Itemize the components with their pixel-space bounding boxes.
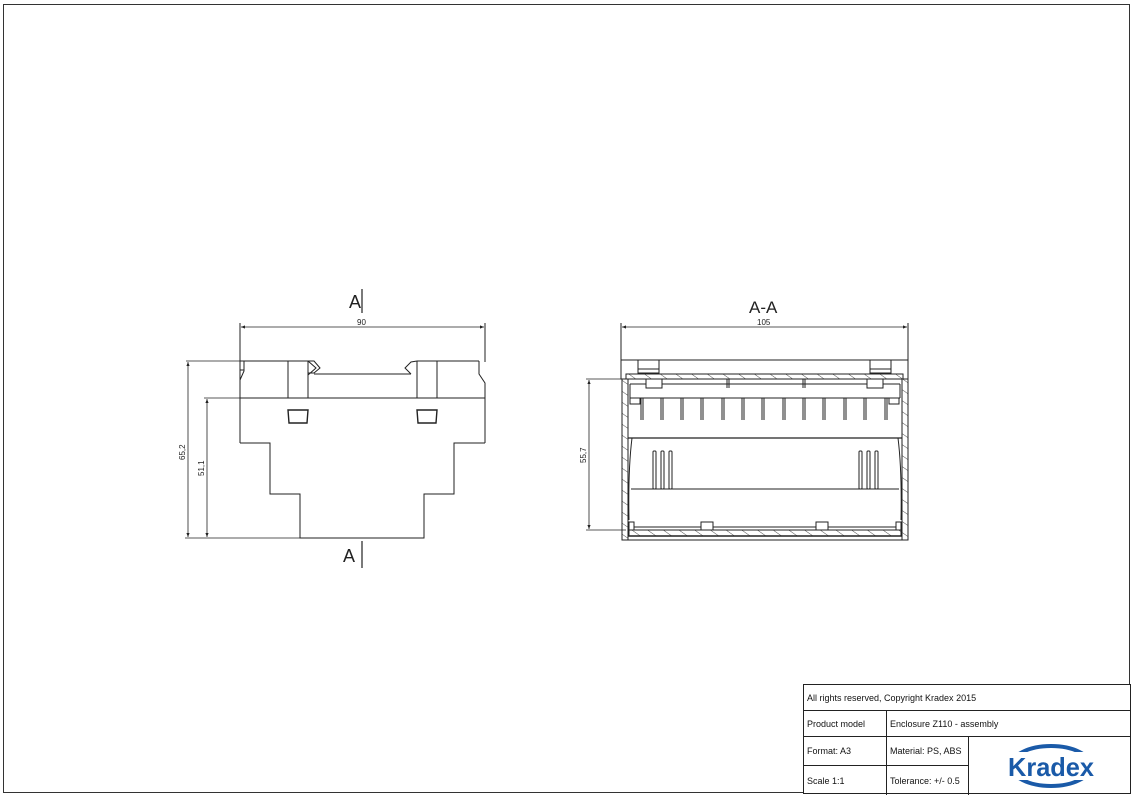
material-text: Material: PS, ABS [886, 737, 968, 765]
front-view [185, 289, 486, 568]
title-block-row-copyright: All rights reserved, Copyright Kradex 20… [804, 685, 1130, 711]
title-block: All rights reserved, Copyright Kradex 20… [803, 684, 1133, 795]
title-block-row-product: Product model Enclosure Z110 - assembly [804, 711, 1130, 737]
dim-width-front: 90 [357, 318, 366, 327]
section-marker-top: A [349, 292, 361, 312]
product-model-value: Enclosure Z110 - assembly [886, 711, 1132, 736]
title-block-row-format: Format: A3 Material: PS, ABS [804, 737, 968, 766]
tolerance-text: Tolerance: +/- 0.5 [886, 766, 968, 795]
section-title: A-A [749, 298, 778, 317]
kradex-logo-text: Kradex [1008, 752, 1095, 782]
dim-height-total: 65,2 [178, 444, 187, 460]
kradex-logo: Kradex [968, 737, 1133, 795]
drawing-sheet-frame [3, 4, 1130, 793]
product-model-label: Product model [807, 718, 866, 729]
format-text: Format: A3 [807, 746, 852, 756]
title-block-row-scale: Scale 1:1 Tolerance: +/- 0.5 [804, 766, 968, 795]
dim-height-body: 51,1 [197, 460, 206, 476]
kradex-logo-icon: Kradex [1006, 744, 1096, 788]
copyright-text: All rights reserved, Copyright Kradex 20… [807, 692, 977, 703]
section-marker-bottom: A [343, 546, 355, 566]
dim-width-section: 105 [757, 318, 771, 327]
dim-height-section: 55,7 [579, 447, 588, 463]
scale-text: Scale 1:1 [807, 775, 845, 786]
section-view [586, 323, 909, 541]
